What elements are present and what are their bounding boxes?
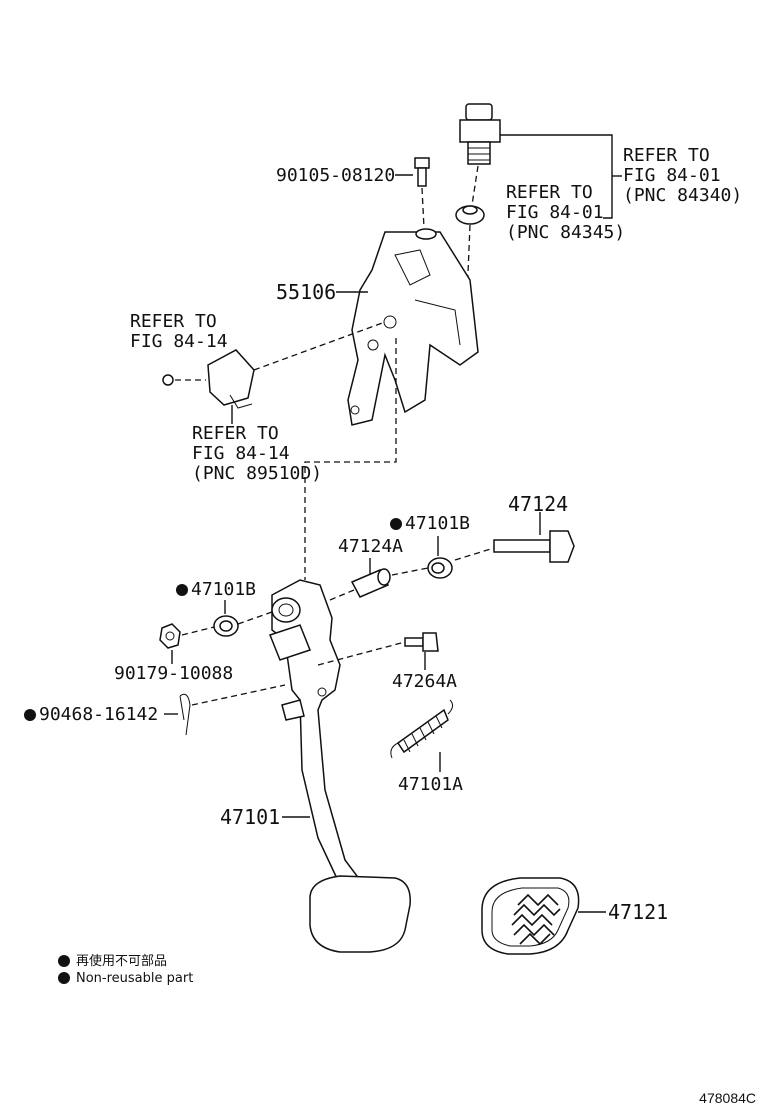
refer-connector-bottom-line2: FIG 84-14 [192, 443, 290, 464]
collar-47124A [350, 568, 391, 598]
clip-90468 [179, 693, 191, 736]
part-label-spring: 47101A [398, 774, 464, 795]
part-label-pedal: 47101 [220, 805, 281, 829]
refer-switch-line1: REFER TO [623, 145, 710, 166]
nut-90179 [159, 623, 181, 649]
brake-pedal-47101 [269, 579, 411, 953]
bullet-icon [58, 955, 70, 967]
refer-nut-line1: REFER TO [506, 182, 593, 203]
legend-japanese: 再使用不可部品 [58, 950, 167, 969]
spring-47101A [390, 699, 454, 759]
part-label-pin: 47264A [392, 671, 458, 692]
part-label-clip: 90468-16142 [24, 705, 158, 725]
part-label-nut: 90179-10088 [114, 663, 234, 684]
bushing-47101B-right [427, 557, 453, 579]
part-label-collar: 47124A [338, 536, 404, 557]
part-label-bracket: 55106 [276, 280, 337, 304]
bolt-90105 [414, 157, 430, 187]
pedal-bracket-55106 [347, 228, 479, 426]
pedal-pad-47121 [481, 877, 580, 955]
part-label-bushing-left: 47101B [176, 580, 256, 600]
brake-light-switch [459, 103, 501, 165]
bushing-47101B-left [213, 615, 239, 637]
figure-id: 478084C [699, 1090, 756, 1106]
wire-connector [162, 349, 255, 409]
refer-switch-line3: (PNC 84340) [623, 185, 743, 206]
refer-connector-bottom-line3: (PNC 89510D) [192, 463, 323, 484]
legend-english: Non-reusable part [58, 971, 193, 986]
refer-nut-line2: FIG 84-01 [506, 202, 604, 223]
bolt-47124 [493, 530, 575, 563]
bullet-icon [58, 972, 70, 984]
refer-connector-bottom-line1: REFER TO [192, 423, 279, 444]
part-label-bolt-top: 90105-08120 [276, 165, 396, 186]
switch-nut [455, 205, 485, 225]
refer-switch-line2: FIG 84-01 [623, 165, 721, 186]
refer-connector-top-line1: REFER TO [130, 311, 217, 332]
part-label-bolt-47124: 47124 [508, 492, 569, 516]
part-label-bushing-right: 47101B [390, 514, 470, 534]
refer-nut-line3: (PNC 84345) [506, 222, 626, 243]
refer-connector-top-line2: FIG 84-14 [130, 331, 228, 352]
part-label-pad: 47121 [608, 900, 669, 924]
pin-47264A [404, 632, 439, 652]
